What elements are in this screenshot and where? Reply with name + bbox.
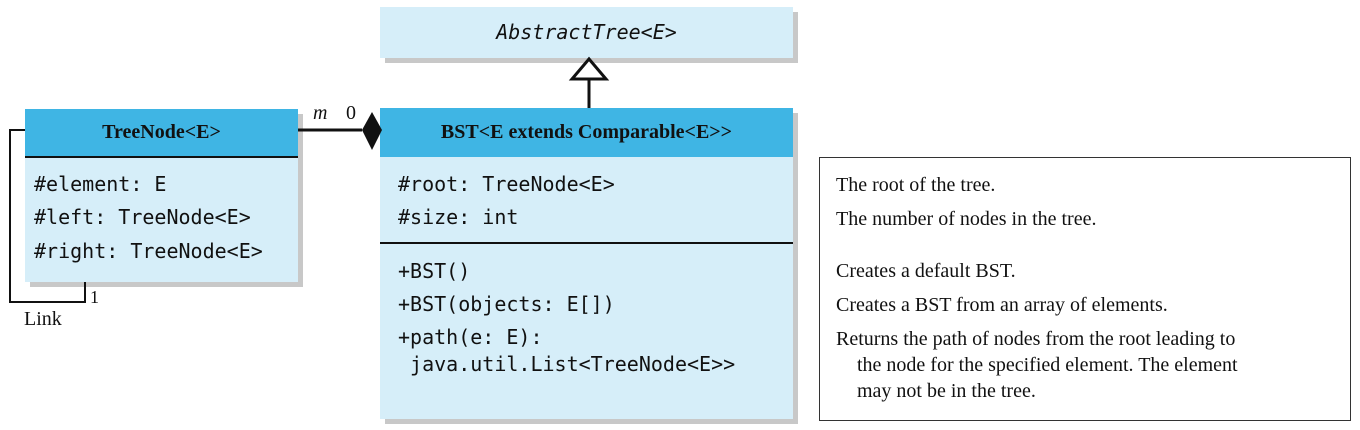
tree-node-field-right: #right: TreeNode<E> bbox=[34, 239, 263, 263]
bst-method-path: +path(e: E): bbox=[398, 325, 543, 349]
abstract-tree-name: AbstractTree<E> bbox=[496, 20, 677, 44]
note-array-constructor: Creates a BST from an array of elements. bbox=[836, 294, 1168, 316]
note-path-line1: Returns the path of nodes from the root … bbox=[836, 328, 1236, 350]
bst-divider bbox=[380, 242, 793, 244]
note-default-constructor: Creates a default BST. bbox=[836, 260, 1016, 282]
bst-class: BST<E extends Comparable<E>> #root: Tree… bbox=[380, 108, 793, 419]
note-path-line3: may not be in the tree. bbox=[857, 380, 1036, 402]
bst-header: BST<E extends Comparable<E>> bbox=[380, 108, 793, 157]
abstract-tree-class: AbstractTree<E> bbox=[380, 7, 793, 58]
inheritance-arrowhead bbox=[568, 56, 610, 81]
tree-node-name: TreeNode<E> bbox=[102, 121, 221, 143]
tree-node-field-left: #left: TreeNode<E> bbox=[34, 205, 251, 229]
composition-diamond bbox=[362, 112, 382, 150]
note-path-line2: the node for the specified element. The … bbox=[857, 354, 1238, 376]
self-link-multiplicity: 1 bbox=[90, 287, 99, 307]
bst-field-root: #root: TreeNode<E> bbox=[398, 172, 615, 196]
tree-node-header: TreeNode<E> bbox=[25, 109, 298, 158]
association-multiplicity-m: m bbox=[313, 102, 328, 124]
tree-node-field-element: #element: E bbox=[34, 172, 167, 196]
bst-name: BST<E extends Comparable<E>> bbox=[440, 121, 733, 143]
self-link-label: Link bbox=[24, 308, 62, 330]
bst-field-size: #size: int bbox=[398, 205, 519, 229]
self-link-line bbox=[9, 129, 86, 303]
note-size: The number of nodes in the tree. bbox=[836, 208, 1097, 230]
bst-method-constructor: +BST() bbox=[398, 259, 471, 283]
note-root: The root of the tree. bbox=[836, 174, 996, 196]
association-multiplicity-0: 0 bbox=[346, 102, 356, 124]
notes-box: The root of the tree. The number of node… bbox=[819, 157, 1351, 421]
tree-node-class: TreeNode<E> #element: E #left: TreeNode<… bbox=[25, 109, 298, 282]
bst-method-constructor-array: +BST(objects: E[]) bbox=[398, 292, 615, 316]
bst-method-path-return: java.util.List<TreeNode<E>> bbox=[398, 352, 736, 376]
